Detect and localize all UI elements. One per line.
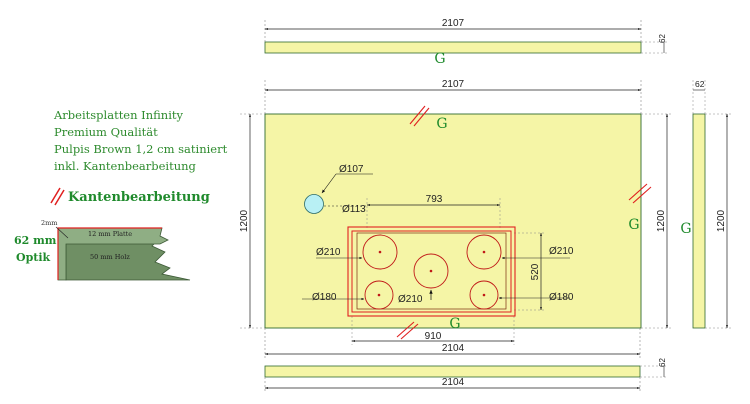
profile-thickness-label: 2mm	[41, 219, 57, 227]
profile-plate-label: 12 mm Platte	[88, 230, 132, 238]
cooktop-cutout: 793 520 Ø210	[302, 194, 574, 317]
cutout-height: 520	[530, 263, 541, 280]
info-line-3: Pulpis Brown 1,2 cm satiniert	[54, 142, 228, 156]
side-view-g: G	[680, 221, 691, 237]
bottom-strip-slab	[264, 365, 641, 378]
main-slab-group: 2107 1200 1200 G G G 2104 910	[239, 79, 672, 360]
burner-top-left	[362, 234, 398, 270]
edge-legend: Kantenbearbeitung	[50, 187, 210, 206]
plate-layer	[57, 227, 169, 281]
burner-center-label: Ø210	[398, 294, 423, 305]
side-view-height: 1200	[716, 209, 727, 232]
edge-mark-bottom-icon	[396, 321, 415, 338]
burner-center	[413, 253, 449, 289]
burner-bl-label: Ø180	[312, 292, 337, 303]
cutout-offset-left: 910	[425, 331, 442, 342]
edge-mark-icon	[50, 187, 61, 204]
profile-optik-mm: 62 mm	[14, 234, 57, 247]
burner-bottom-left	[364, 280, 394, 310]
edge-mark-top-icon	[409, 105, 426, 125]
burner-bottom-right	[469, 280, 499, 310]
main-slab	[264, 113, 642, 329]
edge-legend-label: Kantenbearbeitung	[68, 190, 210, 205]
info-line-1: Arbeitsplatten Infinity	[53, 108, 184, 122]
bottom-strip-height: 62	[658, 358, 667, 367]
main-g-right: G	[628, 217, 639, 233]
cutout-width: 793	[426, 194, 443, 205]
info-line-4: inkl. Kantenbearbeitung	[54, 159, 197, 173]
tap-hole-diameter: Ø107	[339, 164, 364, 175]
profile-edge-line	[57, 227, 162, 280]
main-g-bottom: G	[449, 316, 460, 332]
main-top-length: 2107	[442, 79, 465, 90]
side-view: 62 G 1200	[680, 79, 732, 329]
main-bottom-length: 2104	[442, 343, 465, 354]
burner-br-label: Ø180	[549, 292, 574, 303]
burner-tl-label: Ø210	[316, 247, 341, 258]
top-strip-g: G	[434, 51, 445, 67]
bottom-strip: 2104 62	[264, 358, 668, 392]
cooktop-outline	[356, 232, 507, 310]
burner-tr-label: Ø210	[549, 246, 574, 257]
material-info: Arbeitsplatten Infinity Premium Qualität…	[53, 108, 228, 173]
tap-hole: Ø107 Ø113	[304, 164, 373, 215]
burner-top-right	[466, 234, 502, 270]
profile-wood-label: 50 mm Holz	[90, 253, 130, 261]
top-strip-length: 2107	[442, 18, 465, 29]
main-left-height: 1200	[239, 209, 250, 232]
bottom-strip-length: 2104	[442, 377, 465, 388]
info-line-2: Premium Qualität	[54, 125, 158, 139]
edge-profile: 2mm 12 mm Platte 50 mm Holz 62 mm Optik	[14, 219, 191, 281]
cutout-inner-edge	[351, 230, 512, 313]
profile-optik-word: Optik	[16, 251, 51, 264]
main-g-top: G	[436, 116, 447, 132]
side-view-slab	[692, 113, 706, 329]
main-right-height: 1200	[656, 209, 667, 232]
tap-hole-offset: Ø113	[342, 204, 366, 215]
tap-hole-circle	[304, 194, 324, 214]
cutout-outer-edge	[347, 226, 516, 317]
top-strip-height: 62	[658, 34, 667, 43]
side-view-width: 62	[695, 79, 705, 89]
top-strip-slab	[264, 41, 642, 54]
edge-mark-right-icon	[628, 183, 648, 201]
top-strip: 2107 G 62	[264, 18, 668, 67]
